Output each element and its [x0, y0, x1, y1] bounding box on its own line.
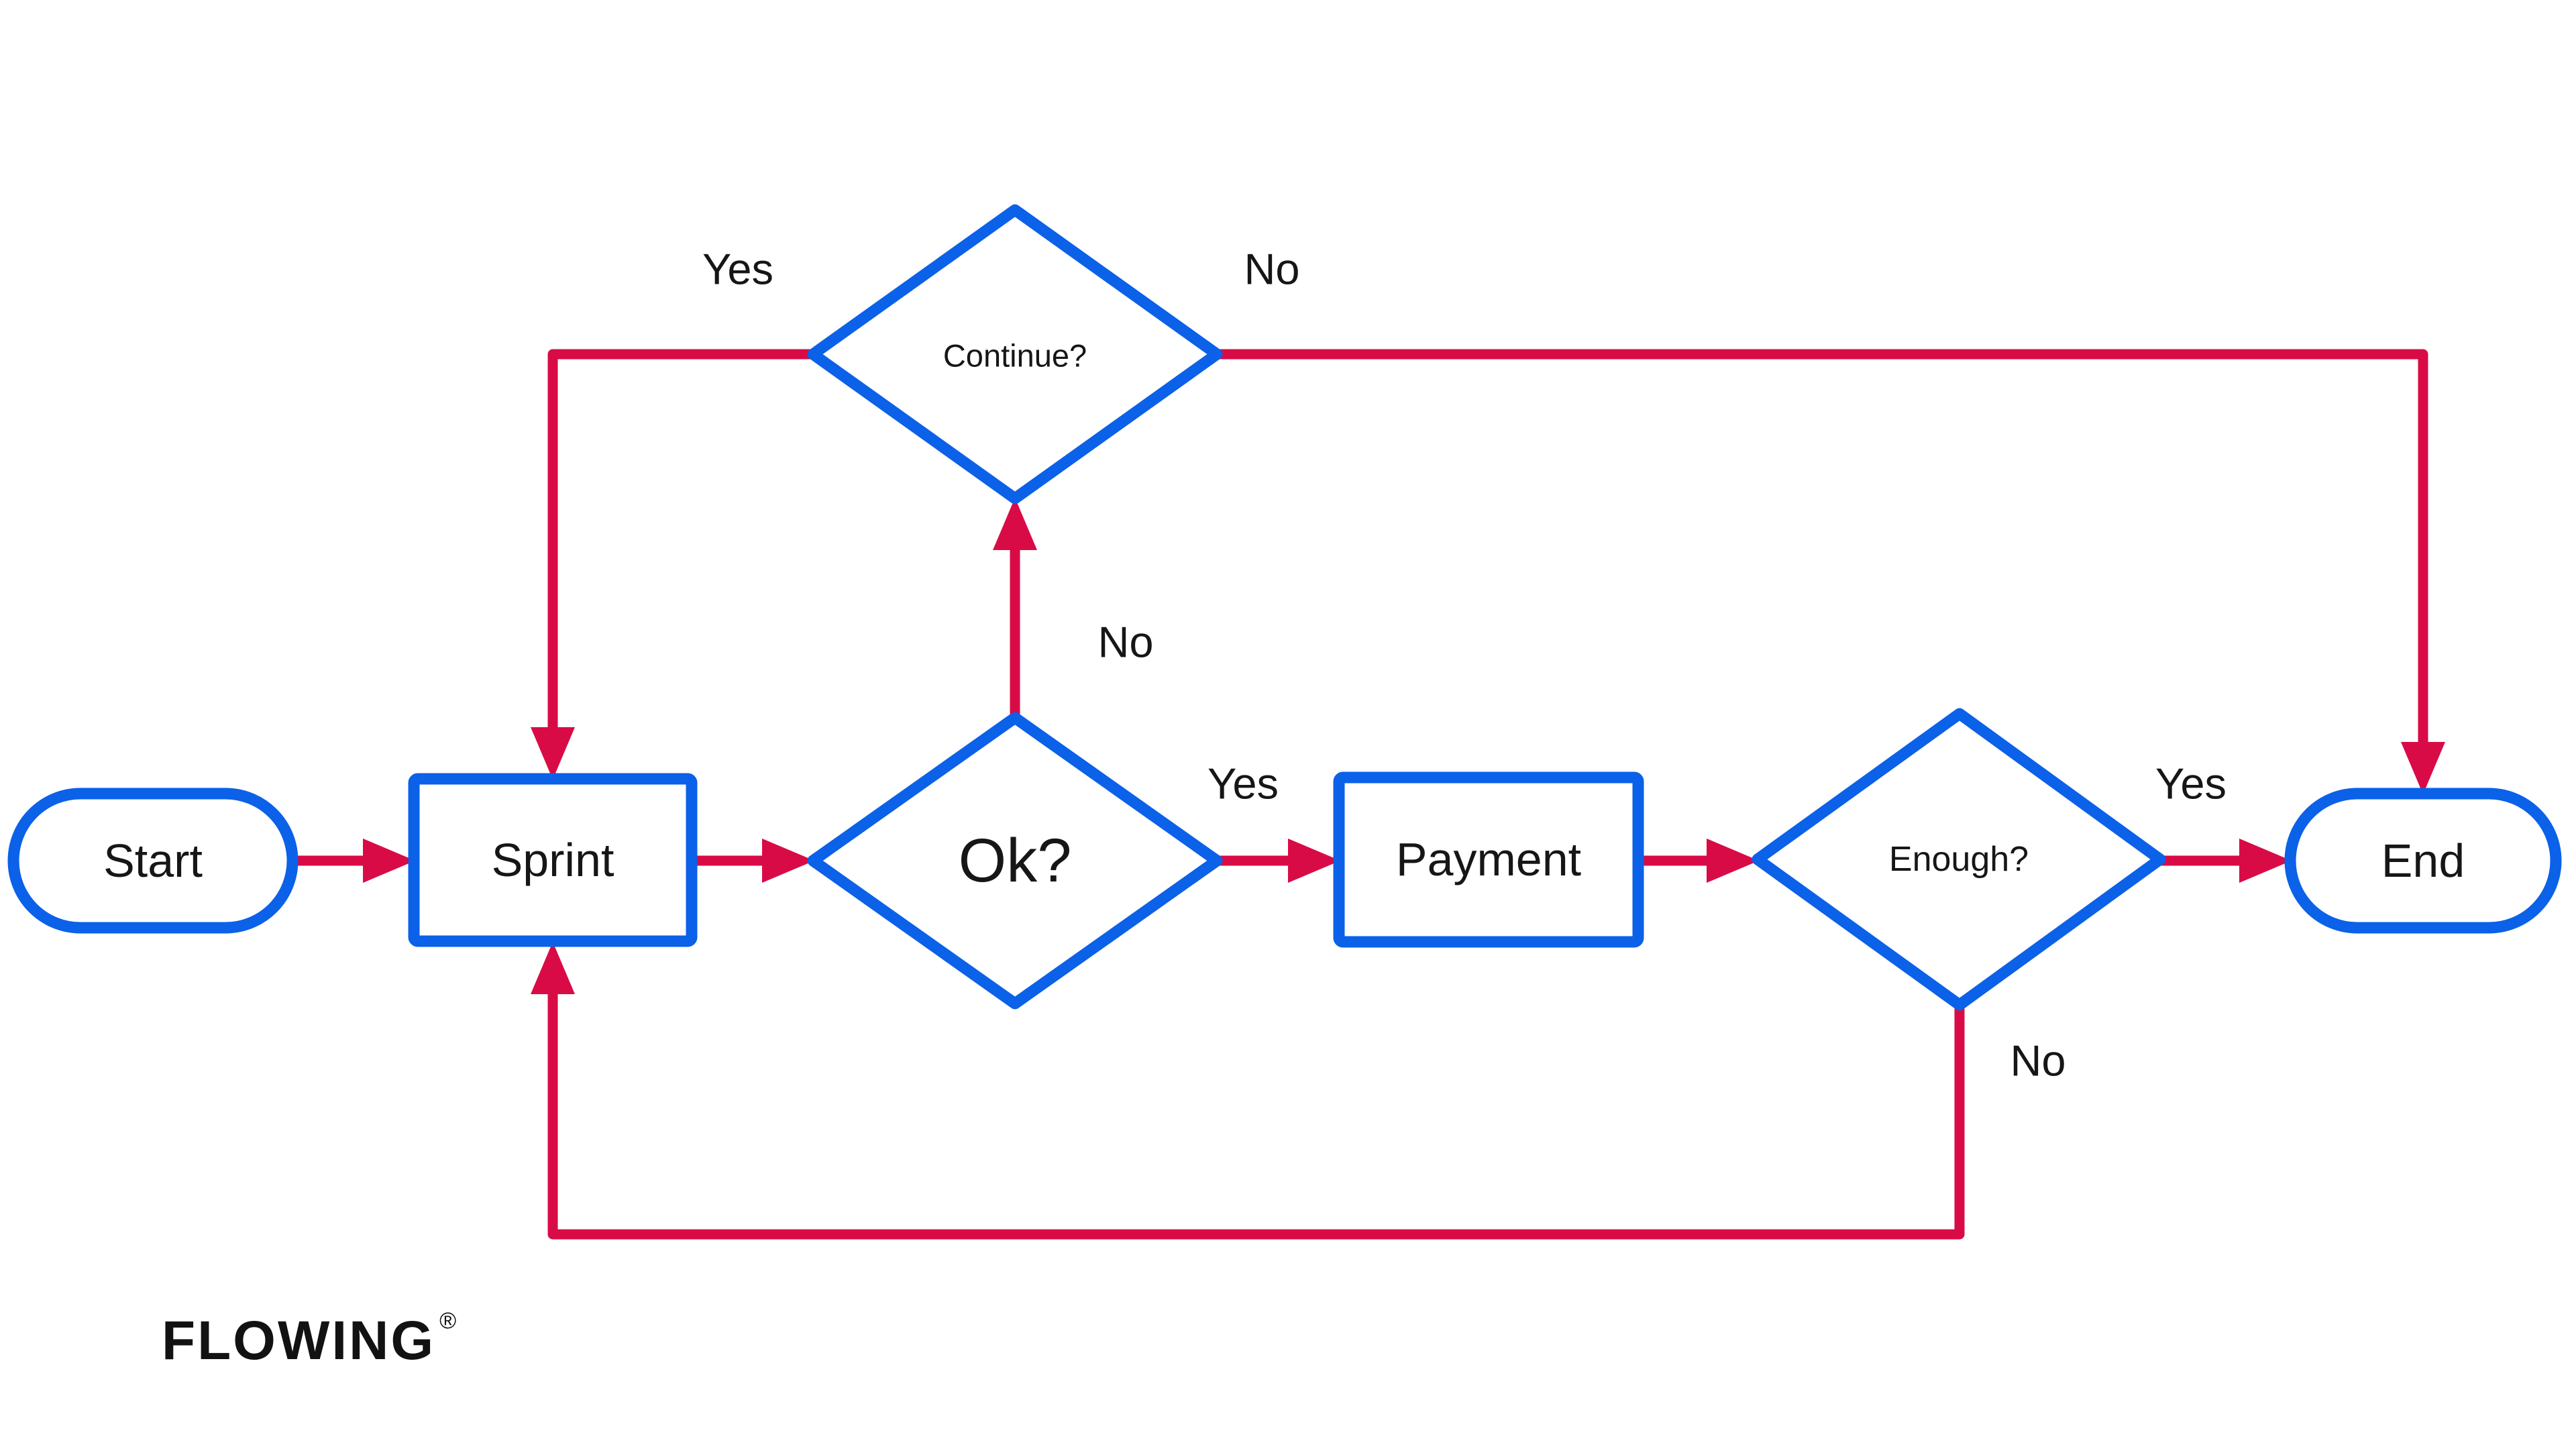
arrowhead-ok-payment — [1288, 839, 1340, 883]
node-ok-shape — [807, 712, 1223, 1010]
arrowhead-ok-continue — [993, 498, 1037, 550]
edge-label-ok-continue-no: No — [1097, 617, 1154, 667]
arrowhead-payment-enough — [1707, 839, 1759, 883]
arrowhead-enough-sprint — [531, 942, 575, 994]
edge-label-enough-sprint-no: No — [2010, 1036, 2066, 1085]
node-ok-label: Ok? — [958, 826, 1072, 895]
node-payment-shape — [1333, 771, 1644, 948]
arrowhead-sprint-ok — [762, 839, 814, 883]
flowing-logo: FLOWING® — [162, 1308, 459, 1373]
edge-enough-sprint — [547, 993, 1965, 1240]
arrowhead-continue-end — [2401, 742, 2445, 794]
node-start-shape — [7, 788, 299, 934]
arrowhead-start-sprint — [363, 839, 415, 883]
flowing-logo-text: FLOWING — [162, 1310, 436, 1371]
edge-label-continue-end-no: No — [1244, 244, 1300, 294]
edge-continue-sprint — [547, 349, 813, 729]
node-end-label: End — [2381, 835, 2465, 887]
node-enough-label: Enough? — [1888, 840, 2029, 879]
edge-label-enough-end-yes: Yes — [2155, 759, 2227, 808]
node-sprint-shape — [408, 773, 698, 947]
edges — [292, 349, 2445, 1240]
nodes — [7, 204, 2562, 1011]
arrowhead-continue-sprint — [531, 727, 575, 780]
edge-continue-end — [1217, 349, 2428, 743]
node-enough-shape — [1752, 708, 2166, 1011]
edge-label-ok-payment-yes: Yes — [1207, 759, 1279, 808]
node-payment-label: Payment — [1395, 833, 1582, 885]
node-continue-shape — [807, 204, 1223, 504]
arrowhead-enough-end — [2239, 839, 2292, 883]
edge-label-continue-sprint-yes: Yes — [702, 244, 774, 294]
node-sprint-label: Sprint — [491, 834, 614, 886]
node-start-label: Start — [103, 835, 203, 887]
registered-trademark-symbol: ® — [439, 1308, 459, 1334]
node-end-shape — [2284, 788, 2562, 934]
node-continue-label: Continue? — [943, 337, 1087, 374]
